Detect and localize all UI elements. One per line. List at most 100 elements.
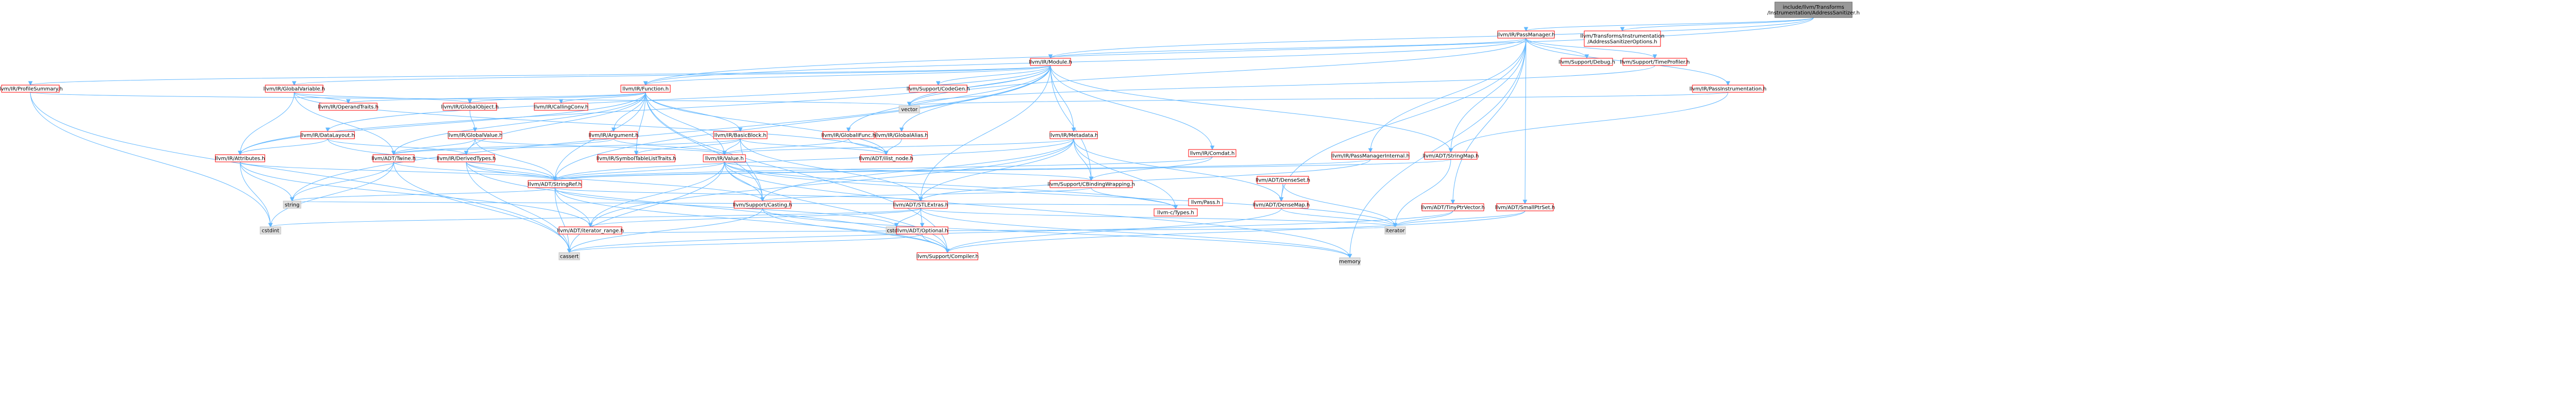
graph-node-densemap[interactable]: llvm/ADT/DenseMap.h <box>1253 201 1310 209</box>
graph-node-passmanagerinternal[interactable]: llvm/IR/PassManagerInternal.h <box>1331 152 1410 160</box>
graph-node-iterator[interactable]: iterator <box>1384 226 1406 235</box>
dependency-edge-passmanager-to-tinyptrvector <box>1450 38 1527 205</box>
dependency-edge-stlextras-to-cstddef <box>894 208 921 228</box>
graph-node-globalvariable[interactable]: llvm/IR/GlobalVariable.h <box>263 85 325 93</box>
graph-node-module[interactable]: llvm/IR/Module.h <box>1029 58 1072 66</box>
dependency-edge-metadata-to-value <box>722 138 1074 156</box>
graph-node-casting[interactable]: llvm/Support/Casting.h <box>733 201 792 209</box>
dependency-edge-module-to-globalvariable <box>292 65 1051 86</box>
graph-node-tinyptrvector[interactable]: llvm/ADT/TinyPtrVector.h <box>1421 203 1485 211</box>
graph-node-datalayout[interactable]: llvm/IR/DataLayout.h <box>300 131 355 139</box>
graph-node-box <box>734 201 791 209</box>
dependency-edge-module-to-codegen <box>936 65 1051 86</box>
dependency-edge-basicblock-to-casting <box>740 138 765 202</box>
graph-node-box <box>534 103 588 111</box>
graph-node-box <box>896 226 948 235</box>
graph-node-box <box>1424 152 1478 160</box>
dependency-edge-derivedtypes-to-casting <box>466 161 765 202</box>
dependency-edge-root-to-function <box>643 17 1814 86</box>
graph-node-twine[interactable]: llvm/ADT/Twine.h <box>371 154 416 162</box>
graph-node-box <box>265 85 324 93</box>
graph-node-compiler[interactable]: llvm/Support/Compiler.h <box>916 252 979 260</box>
graph-node-smallptrset[interactable]: llvm/ADT/SmallPtrSet.h <box>1495 203 1555 211</box>
graph-node-root[interactable]: include/llvm/Transforms/Instrumentation/… <box>1767 2 1860 18</box>
graph-node-box <box>1561 58 1613 66</box>
dependency-edge-stlextras-to-cstdint <box>268 208 921 228</box>
graph-node-pass[interactable]: llvm/Pass.h <box>1188 198 1223 206</box>
graph-node-ctypes[interactable]: llvm-c/Types.h <box>1154 208 1198 217</box>
graph-node-callingconv[interactable]: llvm/IR/CallingConv.h <box>534 103 588 111</box>
graph-node-globalifunc[interactable]: llvm/IR/GlobalIFunc.h <box>821 131 876 139</box>
graph-node-cstdint[interactable]: cstdint <box>260 226 281 235</box>
graph-node-stringref[interactable]: llvm/ADT/StringRef.h <box>528 180 582 188</box>
graph-node-label: llvm/IR/Argument.h <box>589 133 639 139</box>
graph-node-operandtraits[interactable]: llvm/IR/OperandTraits.h <box>318 103 379 111</box>
graph-node-label: llvm/Support/CodeGen.h <box>907 87 970 92</box>
graph-node-stlextras[interactable]: llvm/ADT/STLExtras.h <box>893 201 948 209</box>
dependency-edge-twine-to-cstdint <box>268 161 394 228</box>
graph-node-passinstr[interactable]: llvm/IR/PassInstrumentation.h <box>1689 85 1767 93</box>
graph-node-label: llvm/IR/DerivedTypes.h <box>437 156 496 162</box>
graph-node-label: llvm/IR/GlobalObject.h <box>441 105 499 110</box>
dependency-edge-profilesummary-to-cstdint <box>30 92 273 228</box>
graph-node-box <box>283 201 301 209</box>
graph-node-globalobject[interactable]: llvm/IR/GlobalObject.h <box>441 103 499 111</box>
dependency-edge-function-to-twine <box>391 92 646 156</box>
graph-node-box <box>1030 58 1071 66</box>
graph-node-globalvalue[interactable]: llvm/IR/GlobalValue.h <box>448 131 503 139</box>
graph-node-label: string <box>285 203 300 208</box>
graph-node-label: llvm/IR/SymbolTableListTraits.h <box>597 156 676 162</box>
dependency-edge-stlextras-to-optional <box>920 208 925 228</box>
dependency-edge-stlextras-to-iterator <box>920 208 1398 228</box>
graph-node-cbinding[interactable]: llvm/Support/CBindingWrapping.h <box>1047 180 1135 188</box>
graph-node-argument[interactable]: llvm/IR/Argument.h <box>589 131 639 139</box>
graph-node-label: llvm/ADT/StringMap.h <box>1422 154 1479 159</box>
graph-node-function[interactable]: llvm/IR/Function.h <box>620 85 671 93</box>
graph-node-string[interactable]: string <box>283 201 301 209</box>
graph-node-passmanager[interactable]: llvm/IR/PassManager.h <box>1497 30 1555 39</box>
graph-node-label: llvm/ADT/Twine.h <box>371 156 416 162</box>
graph-node-label: llvm/IR/Metadata.h <box>1049 133 1098 139</box>
dependency-edge-stringref-to-stlextras <box>554 187 923 202</box>
dependency-edge-passmanager-to-densemap <box>1279 38 1527 202</box>
graph-node-profilesummary[interactable]: llvm/IR/ProfileSummary.h <box>0 85 63 93</box>
graph-node-cassert[interactable]: cassert <box>558 252 580 260</box>
graph-node-attributes[interactable]: llvm/IR/Attributes.h <box>215 154 265 162</box>
graph-node-basicblock[interactable]: llvm/IR/BasicBlock.h <box>713 131 768 139</box>
graph-node-comdat[interactable]: llvm/IR/Comdat.h <box>1188 149 1236 157</box>
graph-node-memory[interactable]: memory <box>1339 257 1361 266</box>
graph-node-value[interactable]: llvm/IR/Value.h <box>703 154 746 162</box>
graph-node-label: llvm/IR/GlobalVariable.h <box>263 87 325 92</box>
graph-node-box <box>260 226 281 235</box>
graph-node-derivedtypes[interactable]: llvm/IR/DerivedTypes.h <box>437 154 496 162</box>
graph-node-box <box>1421 203 1484 211</box>
graph-node-globalalias[interactable]: llvm/IR/GlobalAlias.h <box>875 131 928 139</box>
graph-node-label: llvm/ADT/TinyPtrVector.h <box>1421 205 1485 211</box>
dependency-edge-smallptrset-to-compiler <box>945 210 1526 254</box>
graph-node-asanopts[interactable]: llvm/Transforms/Instrumentation/AddressS… <box>1580 30 1665 47</box>
graph-node-box <box>1257 176 1309 184</box>
graph-node-optional[interactable]: llvm/ADT/Optional.h <box>896 226 948 235</box>
graph-node-label: llvm/ADT/DenseSet.h <box>1256 178 1310 184</box>
graph-node-timeprofiler[interactable]: llvm/Support/TimeProfiler.h <box>1620 58 1690 66</box>
dependency-edge-passmanager-to-smallptrset <box>1522 38 1528 205</box>
graph-node-symboltable[interactable]: llvm/IR/SymbolTableListTraits.h <box>597 154 676 162</box>
graph-node-support_debug[interactable]: llvm/Support/Debug.h <box>1558 58 1615 66</box>
graph-node-densemapset[interactable]: llvm/ADT/DenseSet.h <box>1256 176 1310 184</box>
graph-node-stringmap[interactable]: llvm/ADT/StringMap.h <box>1422 152 1479 160</box>
graph-node-metadata[interactable]: llvm/IR/Metadata.h <box>1049 131 1098 139</box>
graph-node-vector[interactable]: vector <box>899 105 920 113</box>
graph-node-ilist_node[interactable]: llvm/ADT/ilist_node.h <box>859 154 913 162</box>
graph-node-box <box>1692 85 1764 93</box>
dependency-edge-metadata-to-ctypes <box>1073 138 1178 210</box>
graph-node-iterator_range[interactable]: llvm/ADT/iterator_range.h <box>557 226 624 235</box>
graph-node-box <box>860 154 912 162</box>
graph-node-box <box>528 180 582 188</box>
dependency-edge-globalifunc-to-ilist_node <box>848 138 889 156</box>
dependency-nodes: include/llvm/Transforms/Instrumentation/… <box>0 2 1860 266</box>
dependency-edge-stringref-to-string <box>290 187 555 202</box>
graph-node-codegen[interactable]: llvm/Support/CodeGen.h <box>907 85 970 93</box>
graph-node-box <box>1188 198 1223 206</box>
dependency-edge-densemapset-to-densemap <box>1279 183 1284 202</box>
